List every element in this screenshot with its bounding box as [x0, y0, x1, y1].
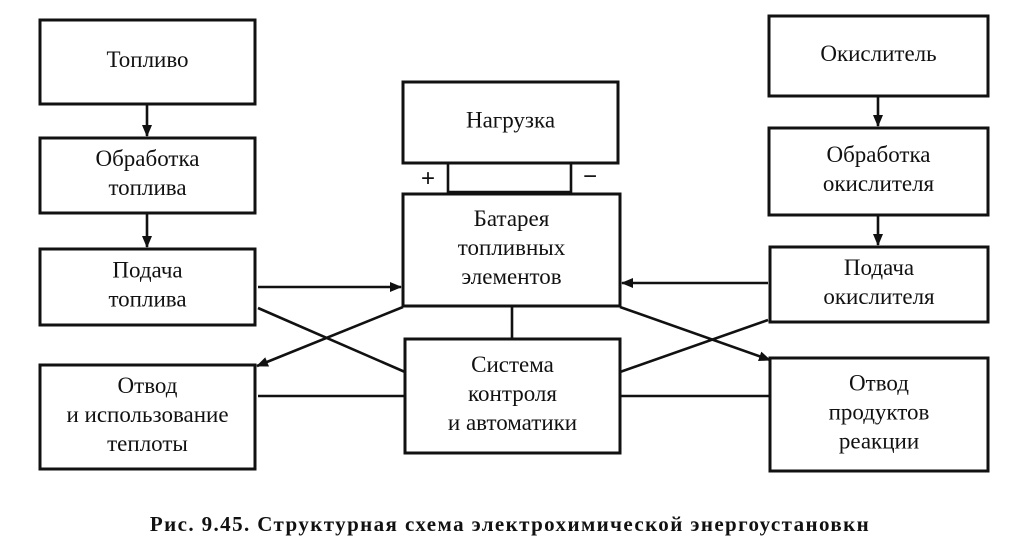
- otvod-teploty-label-line: Отвод: [118, 373, 178, 398]
- box-podacha-okislitelya-label: Подача окислителя: [823, 255, 935, 309]
- box-batareya: Батарея топливных элементов: [401, 192, 622, 308]
- sistema-label-line: Система: [471, 352, 554, 377]
- batareya-label-line: элементов: [461, 264, 561, 289]
- box-toplivo: Топливо: [38, 18, 257, 106]
- minus-terminal-sign: −: [583, 163, 597, 190]
- box-podacha-okislitelya: Подача окислителя: [768, 245, 990, 324]
- box-nagruzka-label: Нагрузка: [466, 108, 555, 133]
- obrabotka-topliva-label-line: топлива: [108, 175, 186, 200]
- line-podacha-okislitelya-to-sistema: [619, 318, 769, 374]
- box-nagruzka: Нагрузка: [401, 80, 620, 165]
- batareya-label-line: Батарея: [474, 206, 550, 231]
- box-sistema: Система контроля и автоматики: [403, 337, 622, 455]
- box-otvod-produktov-label: Отвод продуктов реакции: [829, 371, 930, 454]
- box-otvod-teploty: Отвод и использование теплоты: [38, 363, 257, 471]
- otvod-teploty-label-line: и использование: [66, 402, 228, 427]
- otvod-produktov-label-line: реакции: [839, 429, 919, 454]
- box-obrabotka-okislitelya-label: Обработка окислителя: [823, 142, 935, 196]
- sistema-label-line: и автоматики: [448, 410, 577, 435]
- otvod-produktov-label-line: продуктов: [829, 400, 930, 425]
- toplivo-label-line: Топливо: [106, 47, 188, 72]
- box-podacha-topliva: Подача топлива: [38, 247, 257, 327]
- box-okislitel: Окислитель: [767, 14, 990, 98]
- batareya-label-line: топливных: [458, 235, 566, 260]
- box-obrabotka-topliva-label: Обработка топлива: [95, 146, 199, 200]
- nagruzka-label-line: Нагрузка: [466, 108, 555, 133]
- otvod-teploty-label-line: теплоты: [107, 431, 188, 456]
- box-obrabotka-topliva: Обработка топлива: [38, 136, 257, 215]
- obrabotka-okislitelya-label-line: Обработка: [826, 142, 930, 167]
- line-podacha-topliva-to-sistema: [257, 306, 406, 374]
- otvod-produktov-label-line: Отвод: [849, 371, 909, 396]
- box-batareya-label: Батарея топливных элементов: [458, 206, 566, 289]
- sistema-label-line: контроля: [468, 381, 557, 406]
- box-podacha-topliva-label: Подача топлива: [108, 258, 186, 312]
- obrabotka-okislitelya-label-line: окислителя: [823, 171, 935, 196]
- podacha-topliva-label-line: топлива: [108, 287, 186, 312]
- obrabotka-topliva-label-line: Обработка: [95, 146, 199, 171]
- load-terminal-wires: [446, 163, 573, 194]
- figure-caption: Рис. 9.45. Структурная схема электрохими…: [150, 512, 870, 536]
- okislitel-label-line: Окислитель: [820, 41, 936, 66]
- box-toplivo-label: Топливо: [106, 47, 188, 72]
- box-okislitel-label: Окислитель: [820, 41, 936, 66]
- box-obrabotka-okislitelya: Обработка окислителя: [767, 126, 990, 217]
- plus-terminal-sign: +: [421, 165, 435, 192]
- podacha-okislitelya-label-line: окислителя: [823, 284, 935, 309]
- box-sistema-label: Система контроля и автоматики: [448, 352, 577, 435]
- arrow-batareya-to-otvod-teploty: [256, 305, 404, 368]
- podacha-okislitelya-label-line: Подача: [844, 255, 914, 280]
- podacha-topliva-label-line: Подача: [112, 258, 182, 283]
- arrow-batareya-to-otvod-produktov: [619, 305, 771, 362]
- connectors: [142, 96, 883, 398]
- box-otvod-produktov: Отвод продуктов реакции: [768, 356, 990, 473]
- box-otvod-teploty-label: Отвод и использование теплоты: [66, 373, 228, 456]
